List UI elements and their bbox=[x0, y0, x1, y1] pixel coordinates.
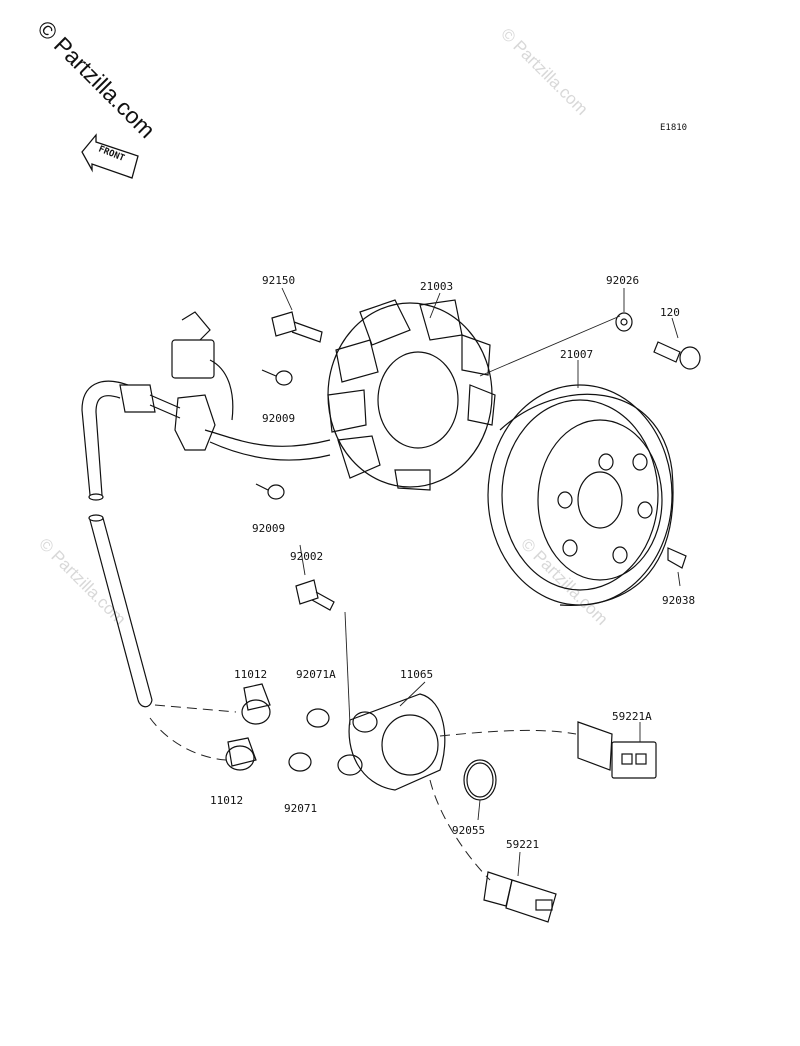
part-label-21003[interactable]: 21003 bbox=[420, 280, 453, 293]
watermark: © Partzilla.com bbox=[497, 24, 591, 118]
connector-59221A bbox=[577, 721, 657, 779]
bolt-120 bbox=[653, 341, 701, 370]
key-92038 bbox=[667, 547, 687, 569]
part-label-92038[interactable]: 92038 bbox=[662, 594, 695, 607]
screw-92009-upper bbox=[261, 369, 293, 386]
flywheel-rotor-21007 bbox=[487, 384, 674, 606]
terminal-11012-lower bbox=[225, 737, 257, 771]
stator-21003 bbox=[327, 299, 496, 491]
routing-line bbox=[149, 717, 227, 761]
part-label-59221A[interactable]: 59221A bbox=[612, 710, 652, 723]
part-label-59221[interactable]: 59221 bbox=[506, 838, 539, 851]
connector-59221 bbox=[483, 871, 557, 923]
bolt-92002 bbox=[295, 579, 335, 611]
diagram-code: E1810 bbox=[660, 123, 687, 133]
terminal-11012-upper bbox=[241, 683, 271, 725]
pin-92071A bbox=[306, 708, 330, 728]
part-label-11065[interactable]: 11065 bbox=[400, 668, 433, 681]
o-ring-92055 bbox=[463, 759, 497, 801]
o-ring-92055-inner bbox=[466, 762, 494, 798]
part-label-11012-upper[interactable]: 11012 bbox=[234, 668, 267, 681]
part-label-92009-upper[interactable]: 92009 bbox=[262, 412, 295, 425]
bolt-92150 bbox=[271, 311, 323, 343]
part-label-92071[interactable]: 92071 bbox=[284, 802, 317, 815]
pin-92071 bbox=[288, 752, 312, 772]
watermark: © Partzilla.com bbox=[517, 534, 611, 628]
screw-92009-lower bbox=[255, 483, 285, 500]
part-label-92150[interactable]: 92150 bbox=[262, 274, 295, 287]
part-label-92071A[interactable]: 92071A bbox=[296, 668, 336, 681]
front-arrow-icon: FRONT bbox=[81, 133, 139, 179]
part-label-21007[interactable]: 21007 bbox=[560, 348, 593, 361]
routing-line bbox=[439, 729, 577, 737]
part-label-92055[interactable]: 92055 bbox=[452, 824, 485, 837]
wire-harness bbox=[81, 311, 331, 708]
part-label-11012-lower[interactable]: 11012 bbox=[210, 794, 243, 807]
leader-lines bbox=[281, 287, 681, 877]
routing-line bbox=[154, 704, 237, 713]
wire-holder-11065 bbox=[337, 693, 446, 791]
part-label-92002[interactable]: 92002 bbox=[290, 550, 323, 563]
part-label-120[interactable]: 120 bbox=[660, 306, 680, 319]
part-label-92009-lower[interactable]: 92009 bbox=[252, 522, 285, 535]
brand-logo-text: © Partzilla.com bbox=[32, 15, 160, 143]
washer-92026 bbox=[615, 312, 633, 332]
part-label-92026[interactable]: 92026 bbox=[606, 274, 639, 287]
